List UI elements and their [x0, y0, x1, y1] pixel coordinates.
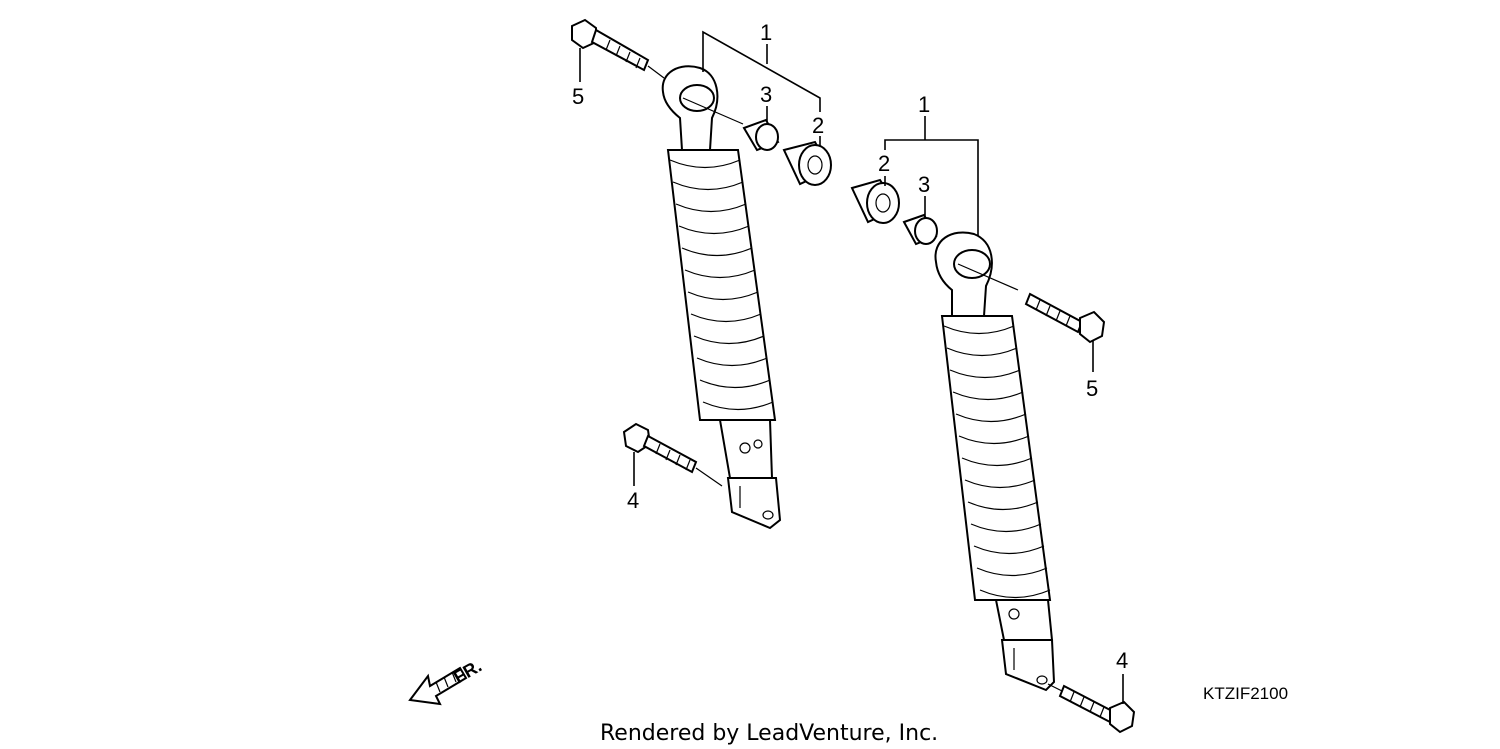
callout-left-5: 5 — [572, 84, 584, 109]
left-spring — [666, 149, 777, 421]
left-bushing[interactable] — [782, 140, 832, 186]
left-lower-bolt[interactable] — [622, 422, 723, 487]
credit-text: Rendered by LeadVenture, Inc. — [600, 721, 938, 746]
callout-left-1: 1 — [760, 20, 772, 45]
callout-right-5: 5 — [1086, 376, 1098, 401]
callout-right-4: 4 — [1116, 648, 1128, 673]
right-spring — [940, 315, 1052, 601]
callout-right-3: 3 — [918, 172, 930, 197]
left-upper-bolt[interactable] — [571, 18, 665, 79]
arrow-front-icon — [408, 666, 468, 706]
right-shock-absorber[interactable] — [934, 231, 1056, 692]
left-collar[interactable] — [742, 118, 780, 152]
right-lower-bolt[interactable] — [1047, 683, 1136, 734]
right-bushing[interactable] — [850, 178, 900, 224]
callout-left-3: 3 — [760, 82, 772, 107]
right-collar[interactable] — [902, 213, 938, 246]
leader-lines — [579, 30, 1124, 704]
diagram-code: KTZIF2100 — [1203, 684, 1288, 703]
callout-right-2: 2 — [878, 151, 890, 176]
left-shock-absorber[interactable] — [661, 65, 782, 530]
callout-right-1: 1 — [918, 92, 930, 117]
callout-left-2: 2 — [812, 113, 824, 138]
callout-left-4: 4 — [627, 488, 639, 513]
right-upper-bolt[interactable] — [1024, 292, 1106, 344]
